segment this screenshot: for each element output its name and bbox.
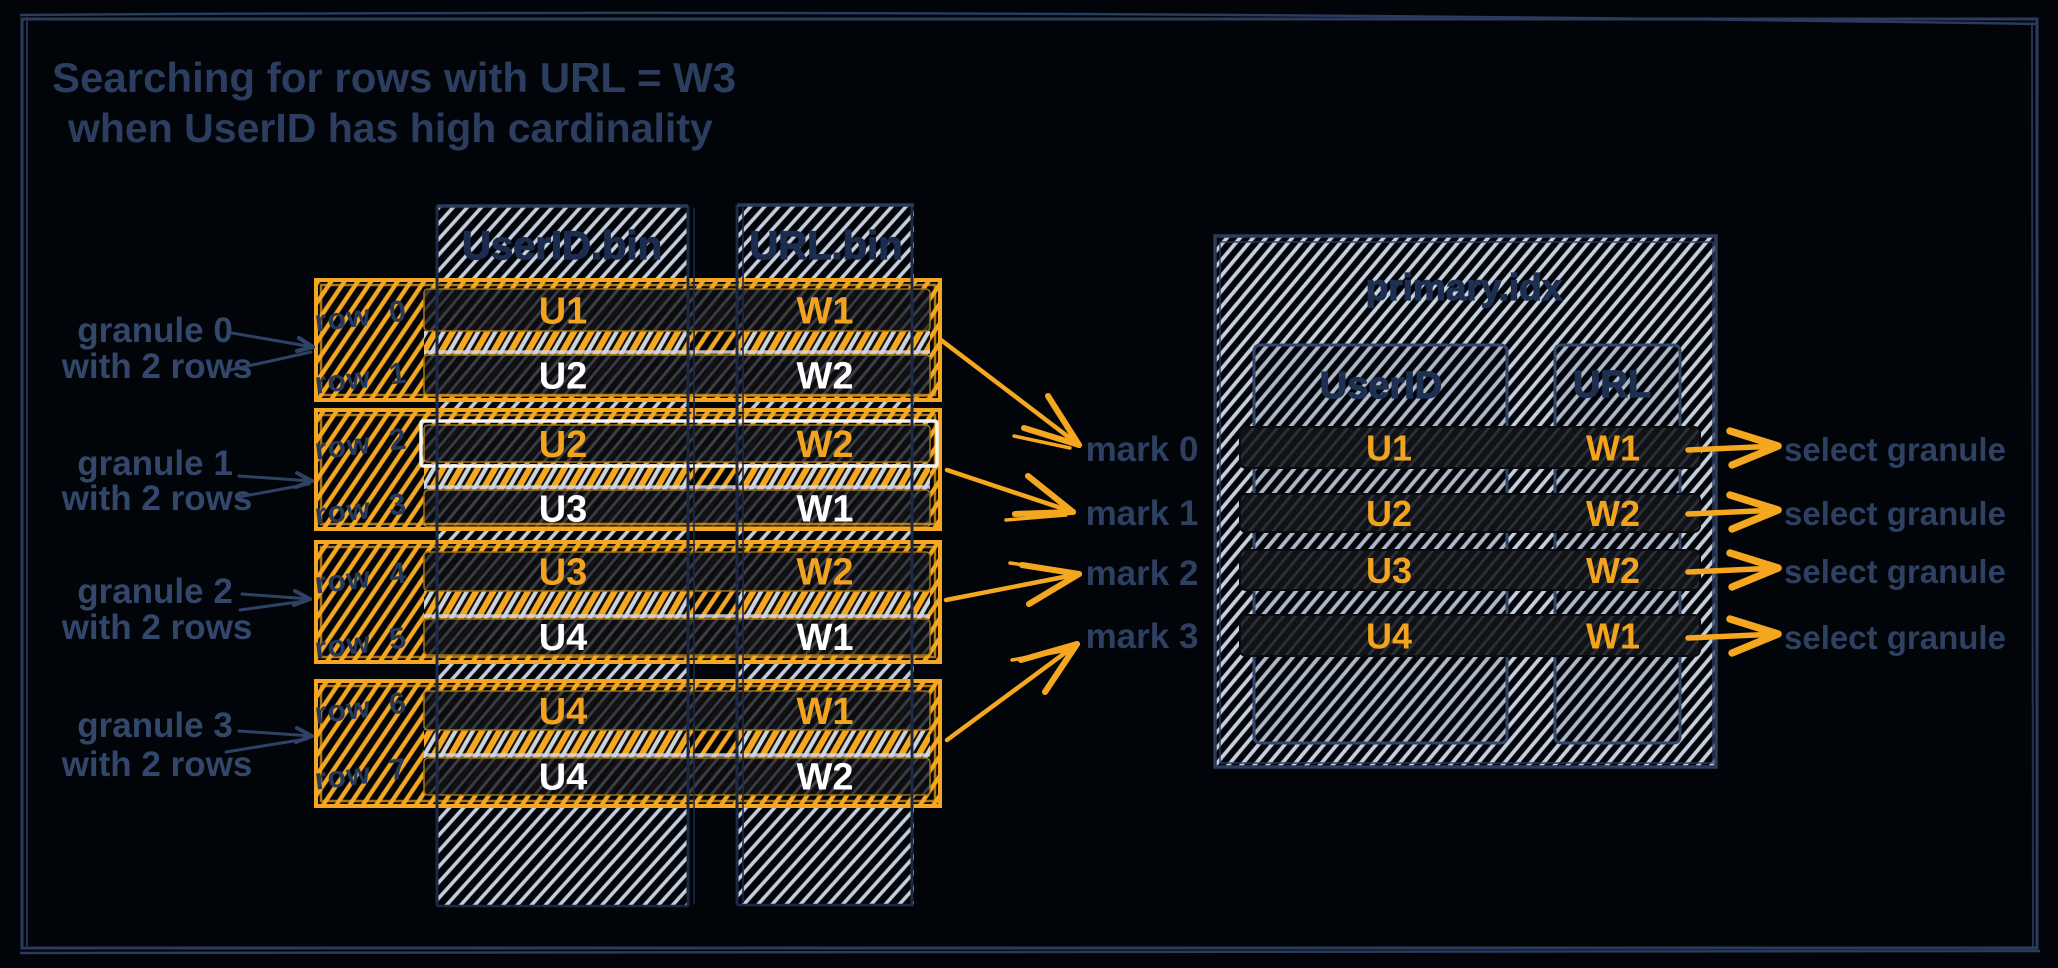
svg-text:U2: U2	[1366, 493, 1412, 534]
svg-text:W1: W1	[797, 489, 854, 531]
svg-text:mark 3: mark 3	[1086, 617, 1199, 656]
svg-text:granule 3: granule 3	[77, 706, 233, 745]
svg-text:primary.idx: primary.idx	[1366, 267, 1563, 308]
svg-text:granule 2: granule 2	[77, 572, 233, 611]
svg-text:UserID.bin: UserID.bin	[462, 224, 662, 268]
svg-text:mark 2: mark 2	[1086, 554, 1199, 593]
svg-text:U4: U4	[539, 757, 588, 799]
svg-text:W1: W1	[797, 617, 854, 659]
svg-text:U4: U4	[539, 691, 588, 733]
svg-text:granule 1: granule 1	[77, 444, 233, 483]
svg-text:select granule: select granule	[1784, 619, 2006, 656]
svg-text:U1: U1	[539, 291, 588, 333]
svg-text:U4: U4	[539, 617, 588, 659]
svg-text:U1: U1	[1366, 428, 1412, 469]
svg-text:U2: U2	[539, 424, 588, 466]
svg-text:W2: W2	[797, 424, 854, 466]
svg-text:U3: U3	[539, 489, 588, 531]
svg-text:W2: W2	[797, 356, 854, 398]
svg-text:W2: W2	[1586, 550, 1640, 591]
svg-text:select granule: select granule	[1784, 553, 2006, 590]
svg-text:Searching for rows with URL =: Searching for rows with URL = W3	[52, 54, 736, 101]
svg-text:W1: W1	[797, 291, 854, 333]
svg-text:when UserID has high cardinali: when UserID has high cardinality	[67, 105, 713, 151]
svg-text:UserID: UserID	[1320, 365, 1443, 407]
svg-text:with 2 rows: with 2 rows	[61, 608, 253, 647]
svg-text:with 2 rows: with 2 rows	[61, 347, 253, 386]
svg-text:URL: URL	[1573, 364, 1651, 406]
svg-text:granule 0: granule 0	[77, 311, 233, 350]
svg-text:U2: U2	[539, 356, 588, 398]
svg-text:W1: W1	[1586, 616, 1640, 657]
svg-text:select granule: select granule	[1784, 495, 2006, 532]
svg-text:W1: W1	[797, 691, 854, 733]
svg-text:W2: W2	[1586, 493, 1640, 534]
svg-text:U4: U4	[1366, 616, 1412, 657]
svg-text:URL.bin: URL.bin	[749, 224, 902, 268]
svg-text:mark 1: mark 1	[1086, 494, 1199, 533]
svg-text:select granule: select granule	[1784, 431, 2006, 468]
svg-text:W2: W2	[797, 757, 854, 799]
svg-text:with 2 rows: with 2 rows	[61, 745, 253, 784]
svg-text:U3: U3	[1366, 550, 1412, 591]
svg-text:U3: U3	[539, 552, 588, 594]
svg-text:W2: W2	[797, 552, 854, 594]
svg-text:mark 0: mark 0	[1086, 430, 1199, 469]
svg-text:with 2 rows: with 2 rows	[61, 479, 253, 518]
svg-text:W1: W1	[1586, 428, 1640, 469]
